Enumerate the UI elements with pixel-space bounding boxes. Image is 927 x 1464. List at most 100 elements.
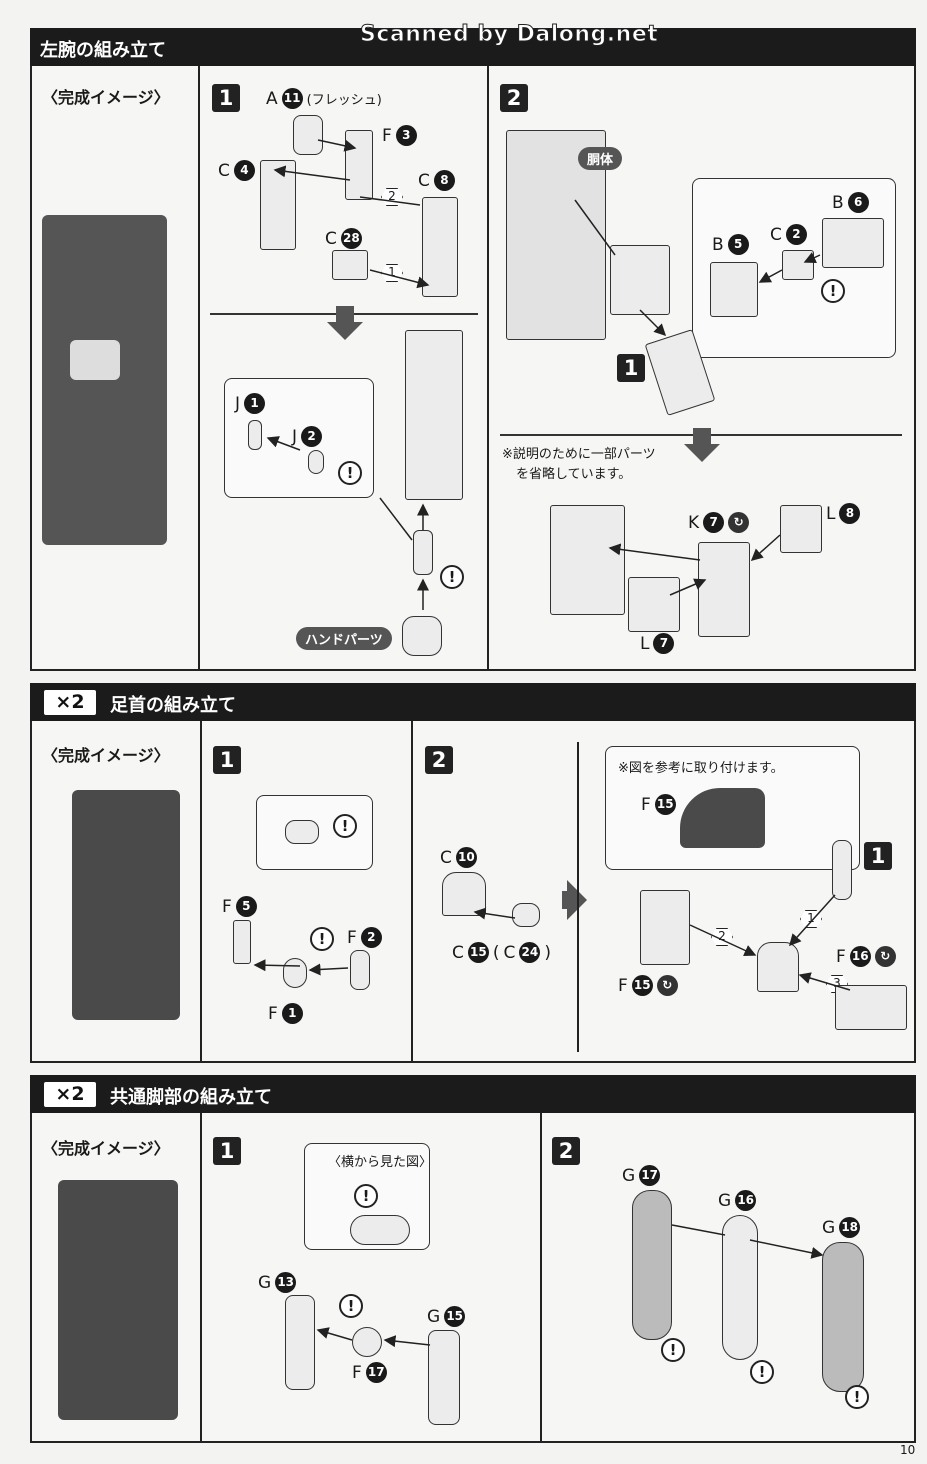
part-illustration (422, 197, 458, 297)
part-illustration (283, 958, 307, 988)
divider (200, 721, 202, 1063)
part-illustration (782, 250, 814, 280)
caution-icon: ! (821, 279, 845, 303)
hand-illustration (402, 616, 442, 656)
divider (577, 742, 579, 1052)
note-text: ※説明のために一部パーツを省略しています。 (502, 447, 656, 482)
arm-illustration (550, 505, 625, 615)
right-arrow-icon-stem (562, 891, 570, 909)
caution-icon: ! (333, 814, 357, 838)
part-illustration (680, 788, 765, 848)
part-illustration (332, 250, 368, 280)
part-illustration (710, 262, 758, 317)
step-badge: 1 (213, 746, 241, 774)
part-illustration (293, 115, 323, 155)
caution-icon: ! (750, 1360, 774, 1384)
part-illustration (233, 920, 251, 964)
finished-arm-image (42, 215, 167, 545)
part-illustration (512, 903, 540, 927)
step-badge: 1 (617, 354, 645, 382)
arm-image-detail (70, 340, 120, 380)
section-header-common-leg: ×2 共通脚部の組み立て (30, 1075, 916, 1113)
part-illustration (350, 1215, 410, 1245)
divider (198, 66, 200, 671)
watermark: Scanned by Dalong.net (359, 22, 659, 48)
section-title: 足首の組み立て (110, 695, 236, 716)
caution-icon: ! (338, 461, 362, 485)
section-body-left-arm (30, 66, 916, 671)
divider (411, 721, 413, 1063)
part-illustration (308, 450, 324, 474)
caution-icon: ! (661, 1338, 685, 1362)
part-illustration (610, 245, 670, 315)
part-illustration (428, 1330, 460, 1425)
part-illustration (832, 840, 852, 900)
divider (540, 1113, 542, 1443)
divider (200, 1113, 202, 1443)
down-arrow-icon (327, 306, 363, 340)
finished-image-label: 〈完成イメージ〉 (42, 1139, 170, 1158)
quantity-badge: ×2 (44, 690, 96, 715)
section-header-ankle: ×2 足首の組み立て (30, 683, 916, 721)
track-illustration (632, 1190, 672, 1340)
section-header-left-arm: 左腕の組み立て (30, 28, 916, 66)
part-illustration (413, 530, 433, 575)
part-illustration (757, 942, 799, 992)
hand-parts-pill: ハンドパーツ (296, 627, 392, 650)
section-title: 共通脚部の組み立て (110, 1087, 272, 1108)
part-illustration (640, 890, 690, 965)
part-illustration (822, 218, 884, 268)
part-illustration (698, 542, 750, 637)
step-badge: 1 (864, 842, 892, 870)
part-illustration (352, 1327, 382, 1357)
finished-leg-image (58, 1180, 178, 1420)
down-arrow-icon (684, 428, 720, 462)
part-illustration (722, 1215, 758, 1360)
step-badge: 2 (425, 746, 453, 774)
finished-ankle-image (72, 790, 180, 1020)
forearm-illustration (405, 330, 463, 500)
step-badge: 2 (500, 84, 528, 112)
page-number: 10 (900, 1443, 916, 1457)
step-badge: 2 (552, 1137, 580, 1165)
part-illustration (350, 950, 370, 990)
part-illustration (345, 130, 373, 200)
part-illustration (285, 820, 319, 844)
caution-icon: ! (354, 1184, 378, 1208)
section-title: 左腕の組み立て (40, 40, 166, 61)
track-illustration (822, 1242, 864, 1392)
part-illustration (248, 420, 262, 450)
step-badge: 1 (213, 1137, 241, 1165)
part-illustration (835, 985, 907, 1030)
caution-icon: ! (339, 1294, 363, 1318)
divider (487, 66, 489, 671)
part-illustration (628, 577, 680, 632)
finished-image-label: 〈完成イメージ〉 (42, 746, 170, 765)
callout-title: 〈横から見た図〉 (328, 1155, 433, 1170)
body-pill: 胴体 (578, 147, 623, 170)
caution-icon: ! (845, 1385, 869, 1409)
